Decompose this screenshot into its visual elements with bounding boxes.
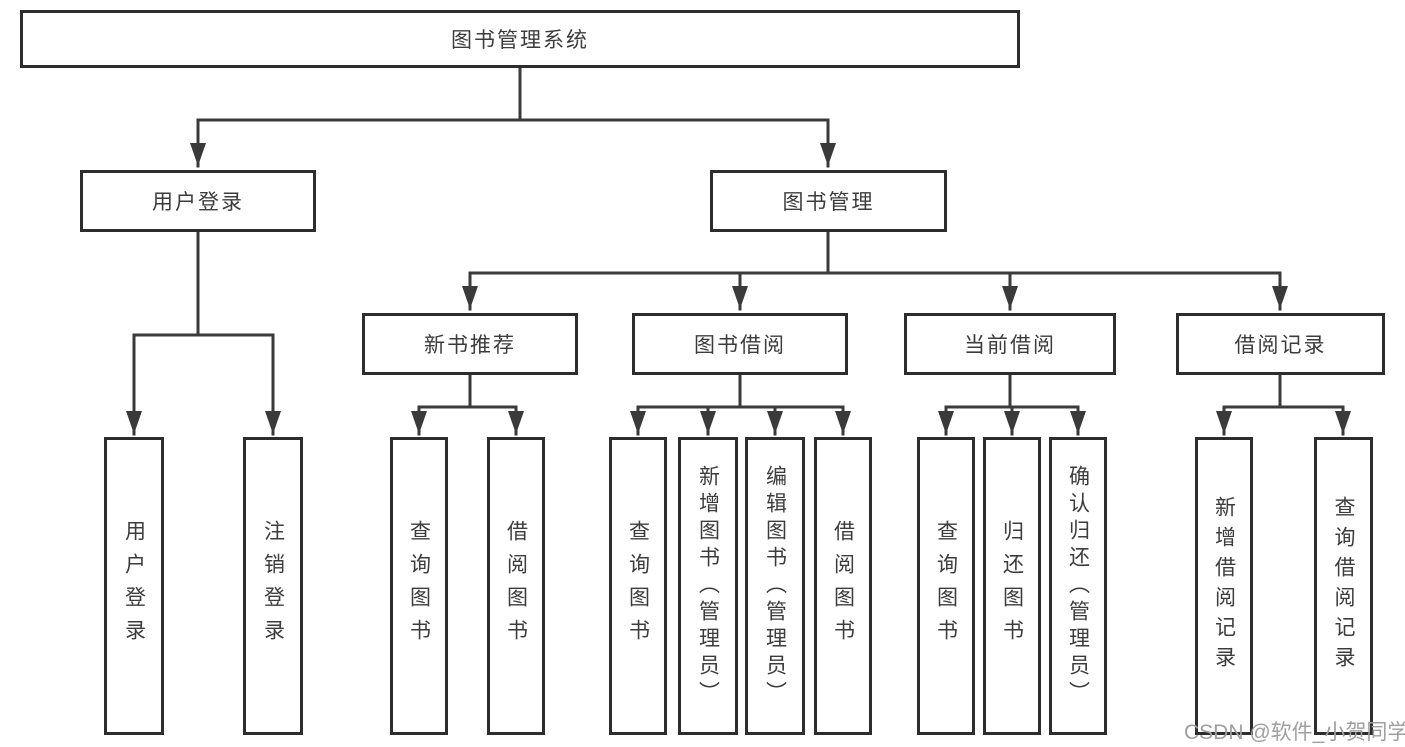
leaf-query-borrow-record: 查询借阅记录	[1314, 437, 1373, 735]
node-book-management-label: 图书管理	[782, 191, 875, 214]
leaf-confirm-return-admin-label: 确认归还（管理员）	[1066, 464, 1090, 708]
leaf-edit-books-admin-label: 编辑图书（管理员）	[763, 464, 787, 708]
leaf-borrowing-borrow-books: 借阅图书	[814, 437, 872, 735]
leaf-edit-books-admin: 编辑图书（管理员）	[745, 437, 805, 735]
leaf-recommend-query-books: 查询图书	[390, 437, 448, 735]
leaf-add-books-admin: 新增图书（管理员）	[678, 437, 738, 735]
connectors-root-to-level2	[190, 66, 836, 168]
node-book-management: 图书管理	[710, 170, 947, 232]
node-new-book-recommend-label: 新书推荐	[424, 334, 516, 357]
leaf-current-query-books-label: 查询图书	[934, 520, 958, 652]
connectors-new-book-recommend-children	[411, 373, 524, 436]
leaf-return-books: 归还图书	[983, 437, 1041, 735]
connectors-current-borrowing-children	[938, 373, 1086, 436]
leaf-borrowing-borrow-books-label: 借阅图书	[831, 520, 855, 652]
node-user-login: 用户登录	[80, 170, 316, 232]
node-borrowing-records-label: 借阅记录	[1234, 334, 1327, 357]
leaf-current-query-books: 查询图书	[917, 437, 975, 735]
leaf-query-borrow-record-label: 查询借阅记录	[1332, 496, 1355, 676]
leaf-add-borrow-record: 新增借阅记录	[1195, 437, 1253, 735]
csdn-watermark: CSDN @软件_小贺同学	[1184, 721, 1405, 744]
leaf-recommend-borrow-books: 借阅图书	[487, 437, 545, 735]
leaf-recommend-query-books-label: 查询图书	[407, 520, 431, 652]
node-root-label: 图书管理系统	[451, 29, 589, 52]
leaf-borrowing-query-books: 查询图书	[609, 437, 667, 735]
leaf-logout: 注销登录	[243, 437, 303, 735]
connectors-user-login-children	[126, 230, 281, 436]
leaf-confirm-return-admin: 确认归还（管理员）	[1049, 437, 1107, 735]
connectors-book-borrowing-children	[630, 373, 851, 436]
leaf-logout-label: 注销登录	[261, 520, 285, 652]
node-book-borrowing: 图书借阅	[632, 313, 848, 375]
node-borrowing-records: 借阅记录	[1176, 313, 1385, 375]
connectors-book-management-children	[462, 230, 1288, 311]
node-root: 图书管理系统	[20, 10, 1020, 68]
node-new-book-recommend: 新书推荐	[362, 313, 578, 375]
node-book-borrowing-label: 图书借阅	[694, 334, 786, 357]
node-current-borrowing: 当前借阅	[904, 313, 1116, 375]
connectors-borrowing-records-children	[1216, 373, 1351, 436]
leaf-user-login-label: 用户登录	[122, 520, 146, 652]
leaf-add-books-admin-label: 新增图书（管理员）	[696, 464, 720, 708]
leaf-user-login: 用户登录	[104, 437, 164, 735]
node-user-login-label: 用户登录	[152, 191, 244, 214]
leaf-add-borrow-record-label: 新增借阅记录	[1212, 496, 1236, 676]
leaf-return-books-label: 归还图书	[1000, 520, 1024, 652]
node-current-borrowing-label: 当前借阅	[964, 334, 1056, 357]
leaf-borrowing-query-books-label: 查询图书	[626, 520, 650, 652]
leaf-recommend-borrow-books-label: 借阅图书	[504, 520, 528, 652]
